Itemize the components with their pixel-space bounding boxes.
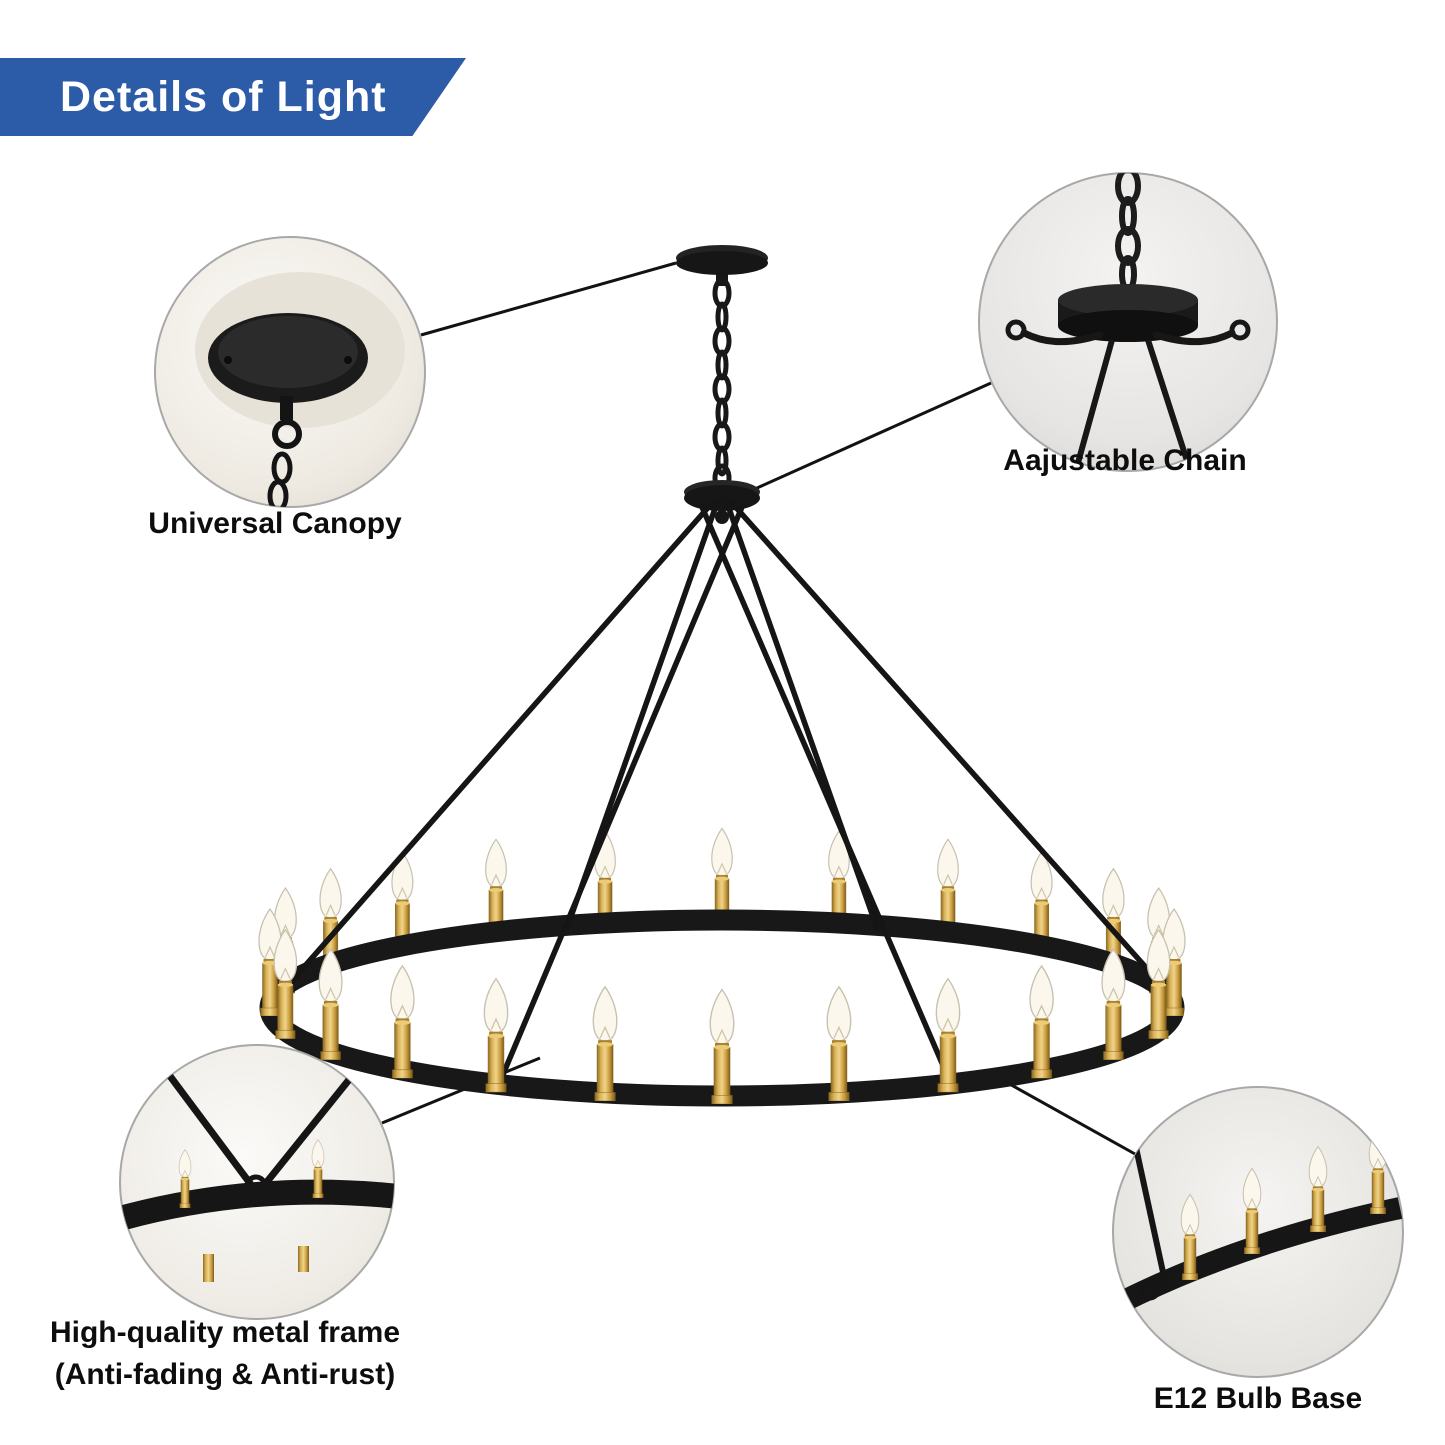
connector-chain: [756, 381, 992, 490]
callout-circle-chain: [978, 172, 1278, 472]
callout-circle-bulb: [1112, 1086, 1404, 1378]
frame-label-line2: (Anti-fading & Anti-rust): [54, 1358, 396, 1391]
frame-label: High-quality metal frame (Anti-fading & …: [18, 1312, 432, 1396]
support-rods: [272, 497, 1178, 1087]
candle-light: [709, 988, 735, 1104]
candle-light: [826, 986, 852, 1102]
hanging-chain: [712, 277, 732, 493]
frame-label-line1: High-quality metal frame: [49, 1316, 401, 1349]
canopy-label: Universal Canopy: [148, 507, 402, 540]
hub-canopy: [684, 480, 760, 524]
candle-light: [935, 978, 961, 1093]
title-banner: Details of Light: [0, 58, 466, 136]
callout-circle-canopy: [154, 236, 426, 508]
bulb-label: E12 Bulb Base: [1153, 1382, 1363, 1415]
candle-light: [483, 978, 509, 1093]
chain-label: Aajustable Chain: [1003, 444, 1247, 477]
connector-frame: [381, 1056, 541, 1125]
connector-canopy: [420, 261, 677, 337]
candle-light: [390, 965, 415, 1079]
candle-light: [1029, 965, 1054, 1079]
callout-circle-frame: [119, 1044, 395, 1320]
page-title: Details of Light: [60, 72, 387, 121]
candle-light: [318, 948, 343, 1060]
ceiling-plate: [676, 245, 768, 286]
candle-light: [1101, 948, 1126, 1060]
candle-light: [592, 986, 618, 1102]
